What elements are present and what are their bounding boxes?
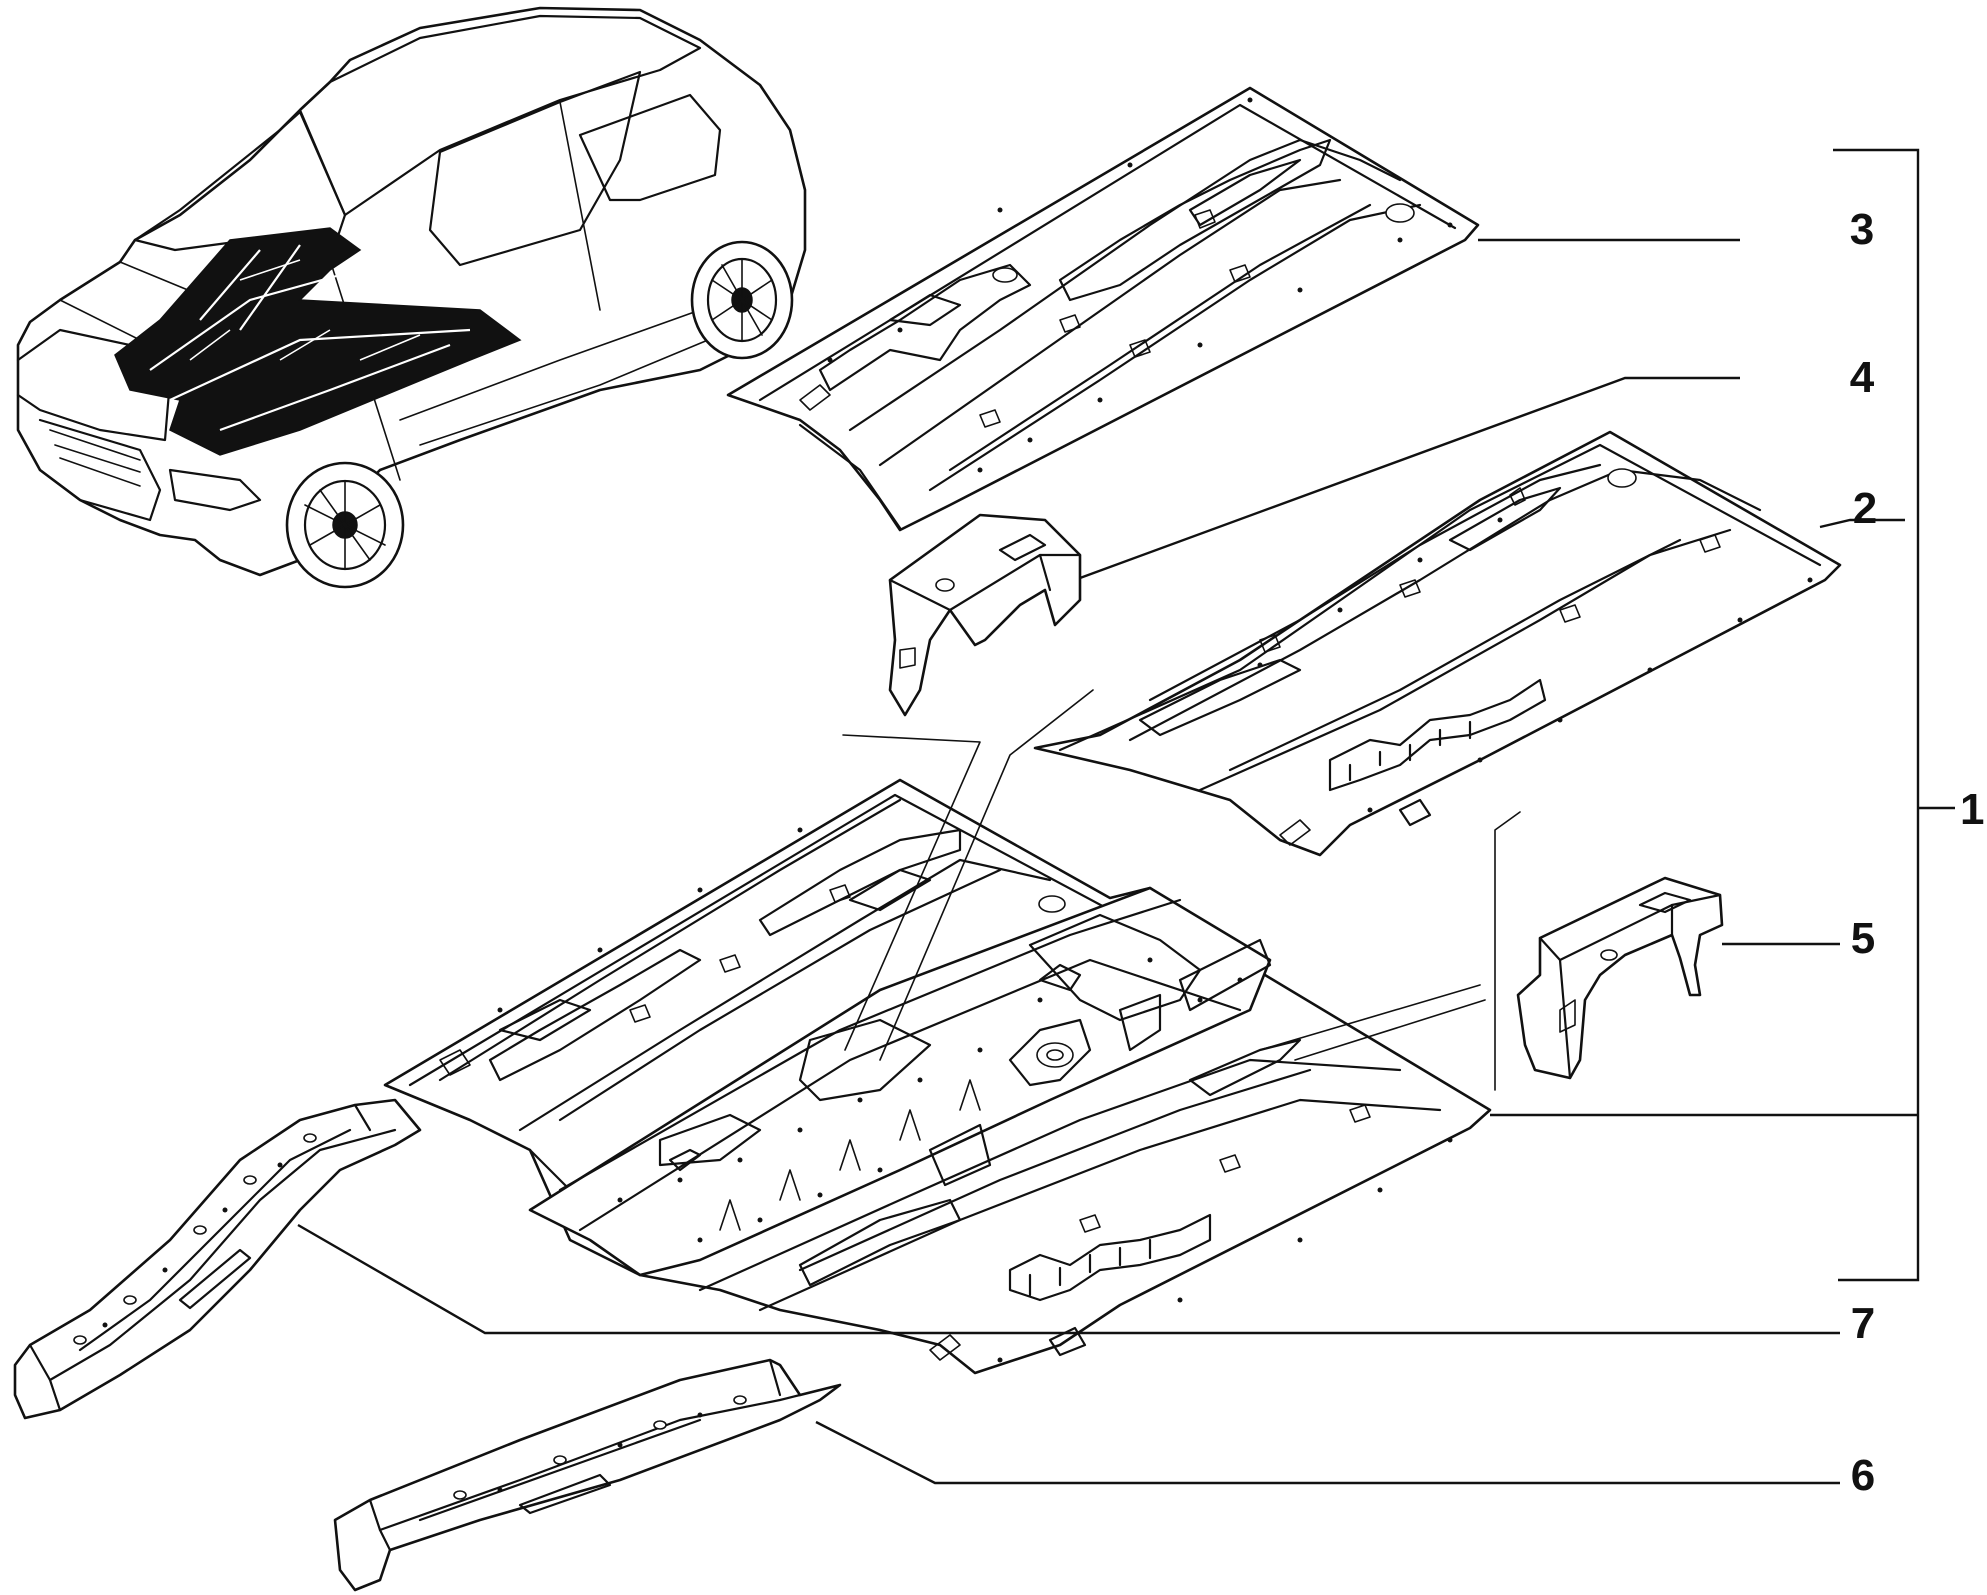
callout-2: 2 bbox=[1853, 484, 1877, 533]
car-icon bbox=[16, 6, 807, 589]
callout-1: 1 bbox=[1960, 785, 1984, 834]
callout-5: 5 bbox=[1851, 914, 1875, 963]
part-6-crossmember bbox=[333, 1358, 842, 1592]
callout-labels: 1 2 3 4 5 6 7 bbox=[1850, 205, 1985, 1500]
part-3-floor-panel bbox=[726, 86, 1480, 532]
callout-7: 7 bbox=[1851, 1299, 1875, 1348]
part-2-floor-panel bbox=[1033, 430, 1842, 857]
leader-lines bbox=[297, 148, 1955, 1485]
part-4-bracket bbox=[888, 513, 1082, 717]
part-7-crossmember bbox=[13, 1098, 422, 1420]
part-1-floor-assembly bbox=[383, 778, 1492, 1375]
assembly-guide-lines bbox=[842, 689, 1521, 1091]
part-5-bracket bbox=[1516, 876, 1724, 1080]
callout-3: 3 bbox=[1850, 205, 1874, 254]
callout-6: 6 bbox=[1851, 1451, 1875, 1500]
callout-4: 4 bbox=[1850, 353, 1875, 402]
